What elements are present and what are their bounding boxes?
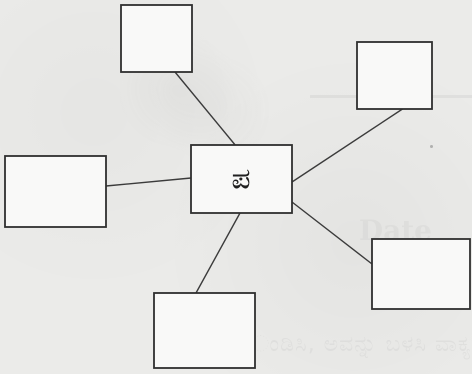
answer-box-left[interactable] [5, 156, 106, 227]
answer-box-bottom-right[interactable] [372, 239, 470, 309]
connector-bottom-right [292, 202, 372, 264]
connector-bottom [196, 213, 240, 293]
answer-box-top-right[interactable] [357, 42, 432, 109]
center-node: ಪ [191, 145, 292, 213]
answer-box-bottom[interactable] [154, 293, 255, 368]
connector-left [106, 178, 191, 186]
answer-box-top[interactable] [121, 5, 192, 72]
center-letter: ಪ [231, 162, 250, 197]
connector-top [175, 72, 236, 146]
connector-top-right [292, 108, 404, 182]
